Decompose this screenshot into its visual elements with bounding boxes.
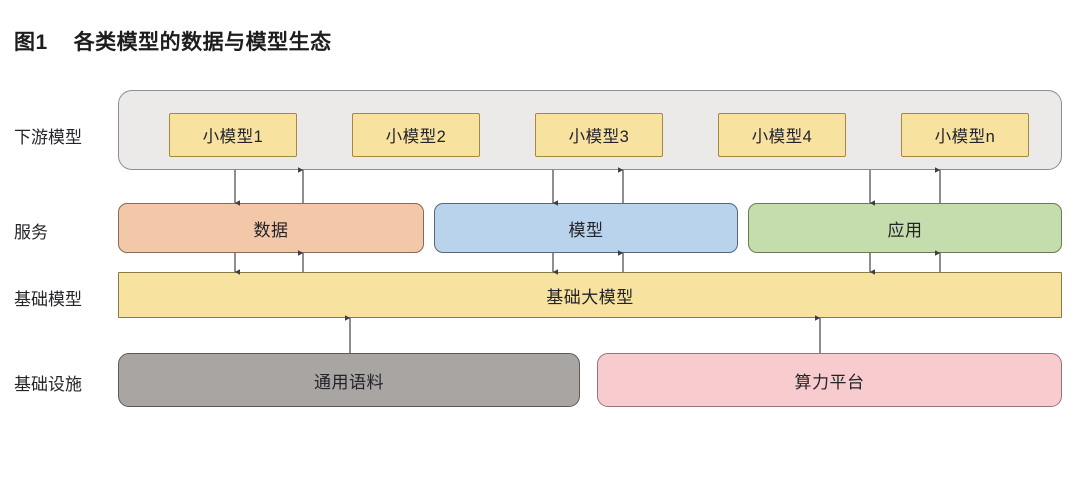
service-box-model[interactable]: 模型	[434, 203, 738, 253]
small-model-chip-n[interactable]: 小模型n	[901, 113, 1029, 157]
row-label-downstream: 下游模型	[14, 128, 82, 147]
infrastructure-box-corpus[interactable]: 通用语料	[118, 353, 580, 407]
small-model-chip-4[interactable]: 小模型4	[718, 113, 846, 157]
row-label-service: 服务	[14, 223, 48, 242]
small-model-chip-1[interactable]: 小模型1	[169, 113, 297, 157]
service-box-data[interactable]: 数据	[118, 203, 424, 253]
small-model-chip-2[interactable]: 小模型2	[352, 113, 480, 157]
infrastructure-box-compute[interactable]: 算力平台	[597, 353, 1062, 407]
foundation-model-box[interactable]: 基础大模型	[118, 272, 1062, 318]
row-label-foundation: 基础模型	[14, 290, 82, 309]
row-label-infrastructure: 基础设施	[14, 375, 82, 394]
small-model-chip-3[interactable]: 小模型3	[535, 113, 663, 157]
figure-title-text: 各类模型的数据与模型生态	[73, 31, 332, 54]
figure-title: 图1 各类模型的数据与模型生态	[14, 26, 332, 56]
figure-number: 图1	[14, 31, 48, 54]
service-box-application[interactable]: 应用	[748, 203, 1062, 253]
